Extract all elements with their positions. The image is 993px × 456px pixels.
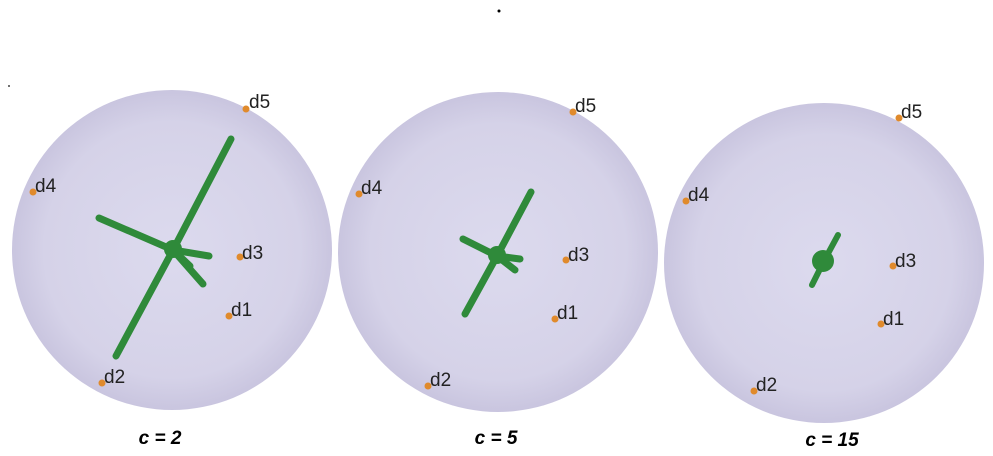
point-marker bbox=[236, 253, 244, 261]
point-label: d3 bbox=[568, 245, 589, 266]
point-d4: d4 bbox=[29, 176, 57, 197]
point-marker bbox=[29, 188, 37, 196]
point-d1: d1 bbox=[551, 303, 578, 324]
point-label: d4 bbox=[35, 176, 57, 197]
point-d1: d1 bbox=[877, 309, 904, 330]
point-marker bbox=[551, 315, 559, 323]
point-d5: d5 bbox=[242, 92, 270, 113]
point-marker bbox=[682, 197, 690, 205]
point-marker bbox=[562, 256, 570, 264]
point-d2: d2 bbox=[750, 375, 777, 396]
point-marker bbox=[225, 312, 233, 320]
point-d2: d2 bbox=[98, 367, 125, 388]
point-d5: d5 bbox=[895, 102, 922, 123]
point-marker bbox=[242, 105, 250, 113]
point-d4: d4 bbox=[682, 185, 710, 206]
point-label: d1 bbox=[557, 303, 578, 324]
point-d3: d3 bbox=[562, 245, 589, 266]
point-marker bbox=[895, 114, 903, 122]
point-marker bbox=[569, 108, 577, 116]
panel-c2: d5 d4 d3 d1 d2 c = 2 bbox=[12, 90, 332, 449]
stray-dot-top bbox=[497, 9, 501, 13]
point-label: d4 bbox=[361, 178, 383, 199]
point-label: d5 bbox=[575, 96, 596, 117]
point-label: d3 bbox=[895, 251, 916, 272]
point-label: d2 bbox=[756, 375, 777, 396]
point-marker bbox=[98, 379, 106, 387]
point-label: d5 bbox=[249, 92, 270, 113]
point-d1: d1 bbox=[225, 300, 252, 321]
caption: c = 15 bbox=[805, 430, 859, 451]
point-marker bbox=[889, 262, 897, 270]
point-label: d3 bbox=[242, 243, 263, 264]
point-marker bbox=[750, 387, 758, 395]
point-label: d1 bbox=[231, 300, 252, 321]
point-marker bbox=[424, 382, 432, 390]
green-spokes bbox=[95, 135, 235, 360]
point-d3: d3 bbox=[236, 243, 263, 264]
point-d5: d5 bbox=[569, 96, 596, 117]
panel-c5: d5 d4 d3 d1 d2 c = 5 bbox=[338, 92, 658, 449]
caption: c = 2 bbox=[139, 428, 182, 449]
point-label: d2 bbox=[430, 370, 451, 391]
hub bbox=[488, 246, 506, 264]
point-label: d1 bbox=[883, 309, 904, 330]
point-marker bbox=[877, 320, 885, 328]
hub bbox=[164, 240, 182, 258]
point-d4: d4 bbox=[355, 178, 383, 199]
point-marker bbox=[355, 190, 363, 198]
point-d3: d3 bbox=[889, 251, 916, 272]
caption: c = 5 bbox=[475, 428, 518, 449]
point-label: d5 bbox=[901, 102, 922, 123]
point-d2: d2 bbox=[424, 370, 451, 391]
point-label: d4 bbox=[688, 185, 710, 206]
point-label: d2 bbox=[104, 367, 125, 388]
hub bbox=[812, 250, 834, 272]
stray-dot-left bbox=[8, 85, 10, 87]
panel-c15: d5 d4 d3 d1 d2 c = 15 bbox=[664, 102, 984, 451]
